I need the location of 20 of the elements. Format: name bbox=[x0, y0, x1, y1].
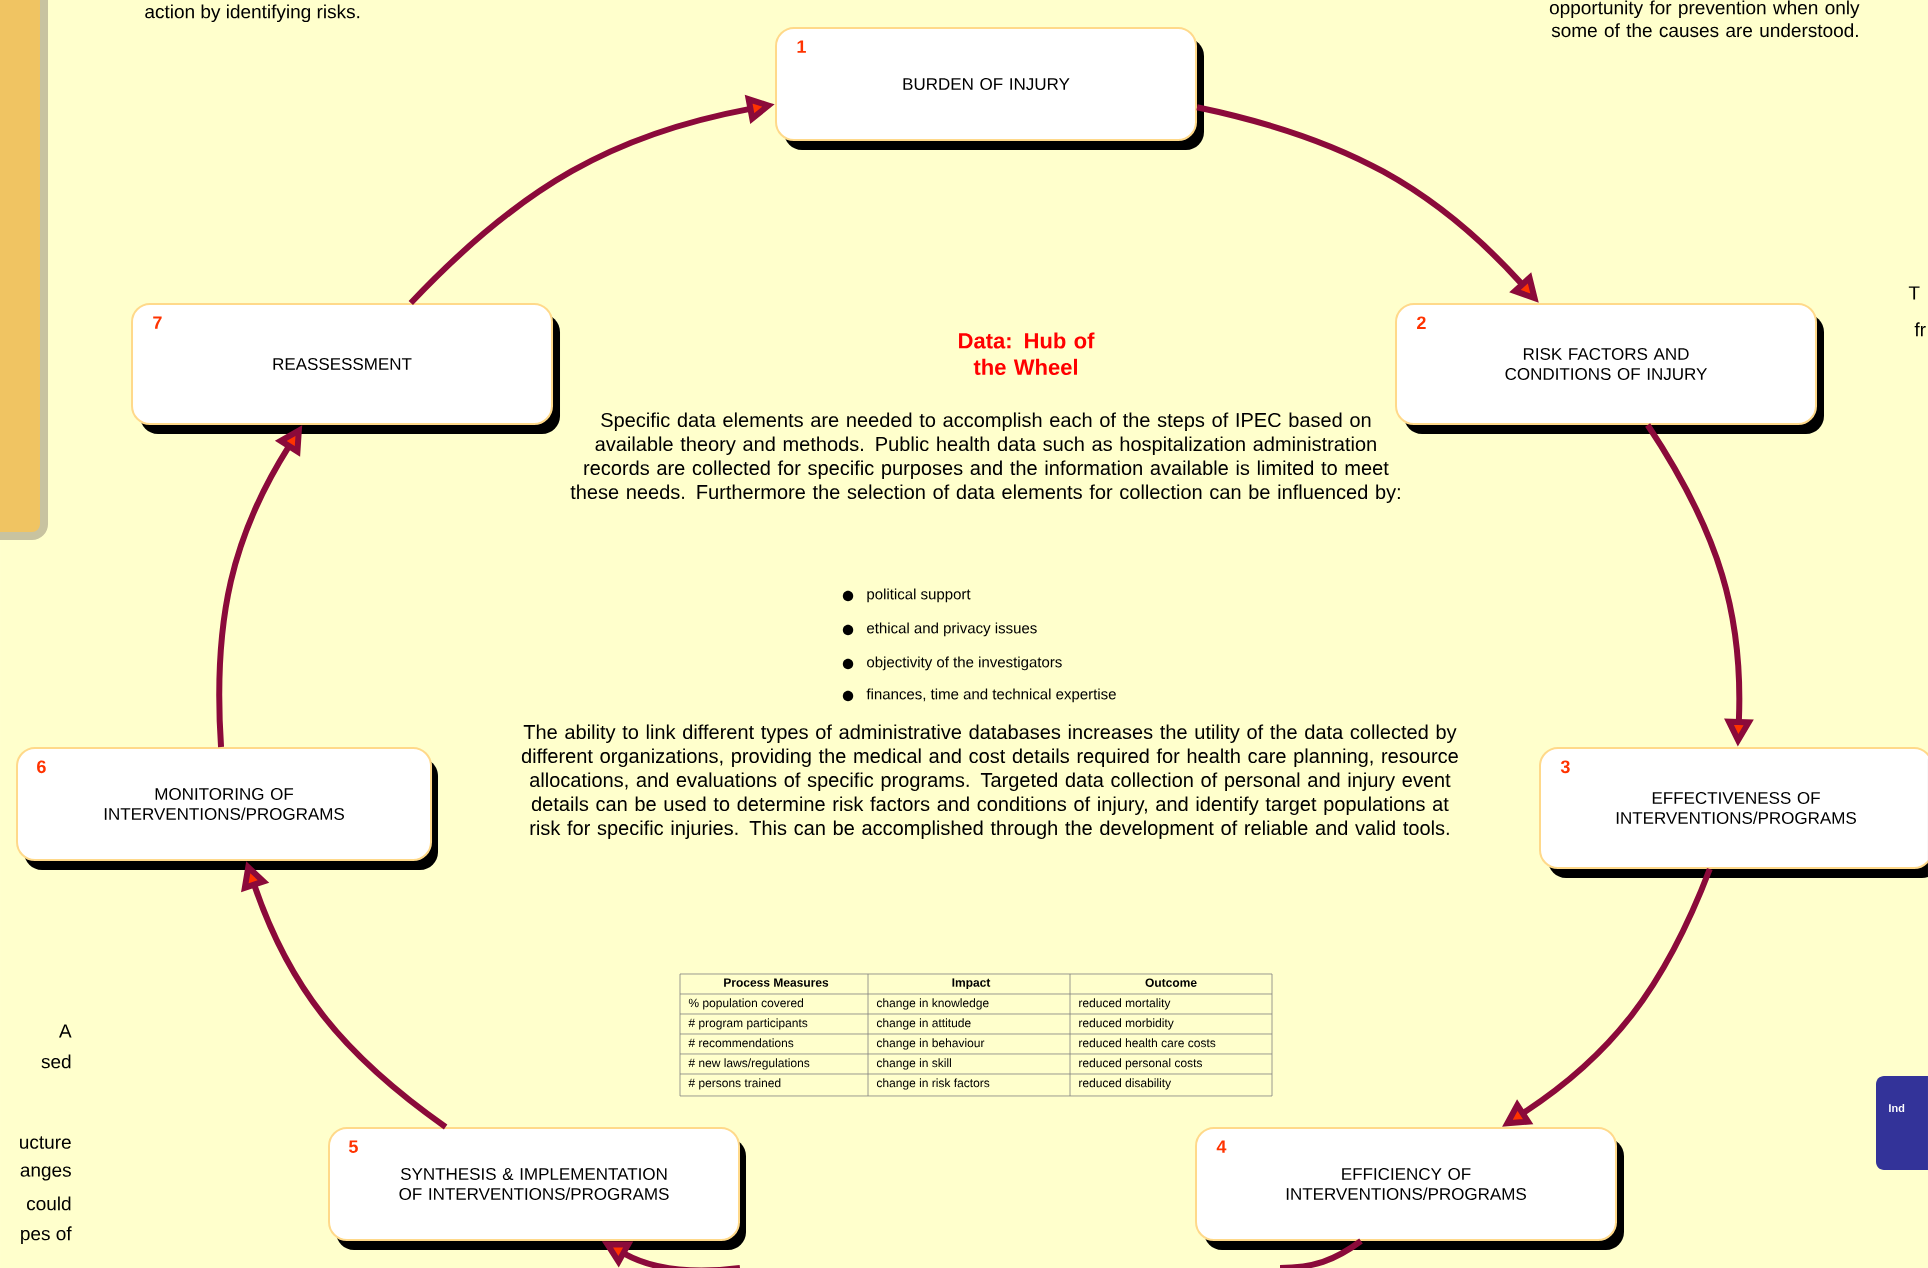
step-box: EFFECTIVENESS OF INTERVENTIONS/PROGRAMS 3 bbox=[1539, 747, 1928, 878]
paragraph: anges bbox=[20, 1166, 71, 1181]
hub-title: Data: Hub of the Wheel bbox=[959, 332, 1095, 375]
paragraph: opportunity for prevention when only some of the causes are understood. bbox=[1549, 0, 1860, 38]
step-box: MONITORING OF INTERVENTIONS/PROGRAMS 6 bbox=[16, 747, 438, 870]
paragraph: Specific data elements are needed to accomplish each of the steps of IPEC based on available theory and methods. Public health data such as hospitalization administration records are collected for specific purposes and the information available is limited to meet these needs. Furthermore the selection of data elements for collection can be influenced by: bbox=[570, 412, 1400, 504]
paragraph: pes of bbox=[21, 1226, 72, 1245]
step-box: REASSESSMENT 7 bbox=[131, 303, 560, 434]
step-box: EFFICIENCY OF INTERVENTIONS/PROGRAMS 4 bbox=[1195, 1127, 1624, 1250]
paragraph: T bbox=[1908, 286, 1920, 300]
step-box: RISK FACTORS AND CONDITIONS OF INJURY 2 bbox=[1395, 303, 1824, 434]
paragraph: The ability to link different types of administrative databases increases the utility of the data collected by different organizations, providing the medical and cost details required for health care planning, resource allocations, and evaluations of specific programs. Targeted data collection of personal and injury event details can be used to determine risk factors and conditions of injury, and identify target populations at risk for specific injuries. This can be accomplished through the development of reliable and valid tools. bbox=[521, 724, 1458, 839]
step-box: BURDEN OF INJURY 1 bbox=[775, 27, 1204, 150]
paragraph: could bbox=[27, 1196, 71, 1211]
paragraph: fr bbox=[1914, 322, 1926, 337]
step-box: SYNTHESIS & IMPLEMENTATION OF INTERVENTIONS/PROGRAMS 5 bbox=[328, 1127, 746, 1250]
paragraph: A bbox=[59, 1024, 72, 1038]
paragraph: ucture bbox=[20, 1136, 71, 1149]
paragraph: action by identifying risks. bbox=[145, 4, 360, 23]
paragraph: sed bbox=[41, 1054, 71, 1069]
